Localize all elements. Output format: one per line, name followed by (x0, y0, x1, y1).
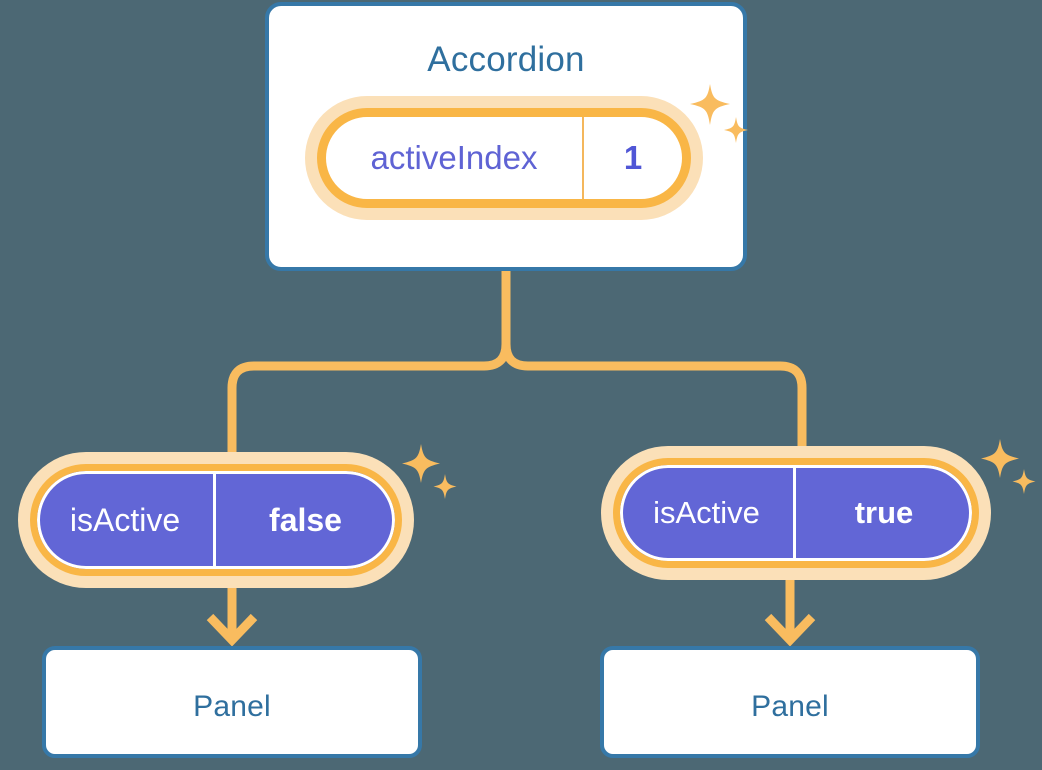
arrow-down-icon-left-head (206, 613, 258, 647)
prop-pill-isactive-false[interactable]: isActive false (30, 464, 402, 576)
prop-pill-value: true (854, 495, 914, 530)
component-card-panel-right[interactable]: Panel (600, 646, 980, 758)
sparkle-icon (981, 439, 1019, 478)
connector-branch-left (227, 343, 511, 460)
sparkle-icon (1012, 469, 1036, 494)
prop-pill-value: false (269, 501, 342, 538)
prop-pill-isactive-true[interactable]: isActive true (613, 458, 979, 568)
panel-title: Panel (193, 690, 271, 723)
state-pill-key: activeIndex (326, 117, 584, 199)
sparkle-icon (433, 474, 457, 499)
state-pill-value: 1 (623, 139, 643, 176)
component-card-panel-left[interactable]: Panel (42, 646, 422, 758)
state-pill-activeindex[interactable]: activeIndex 1 (317, 108, 691, 208)
page-title: Accordion (427, 40, 585, 79)
panel-title: Panel (751, 690, 829, 723)
connector-branch-right (501, 343, 807, 452)
prop-pill-key: isActive (620, 465, 796, 561)
sparkle-icon (402, 444, 440, 483)
arrow-down-icon-right-head (764, 613, 816, 647)
prop-pill-key: isActive (37, 471, 216, 569)
